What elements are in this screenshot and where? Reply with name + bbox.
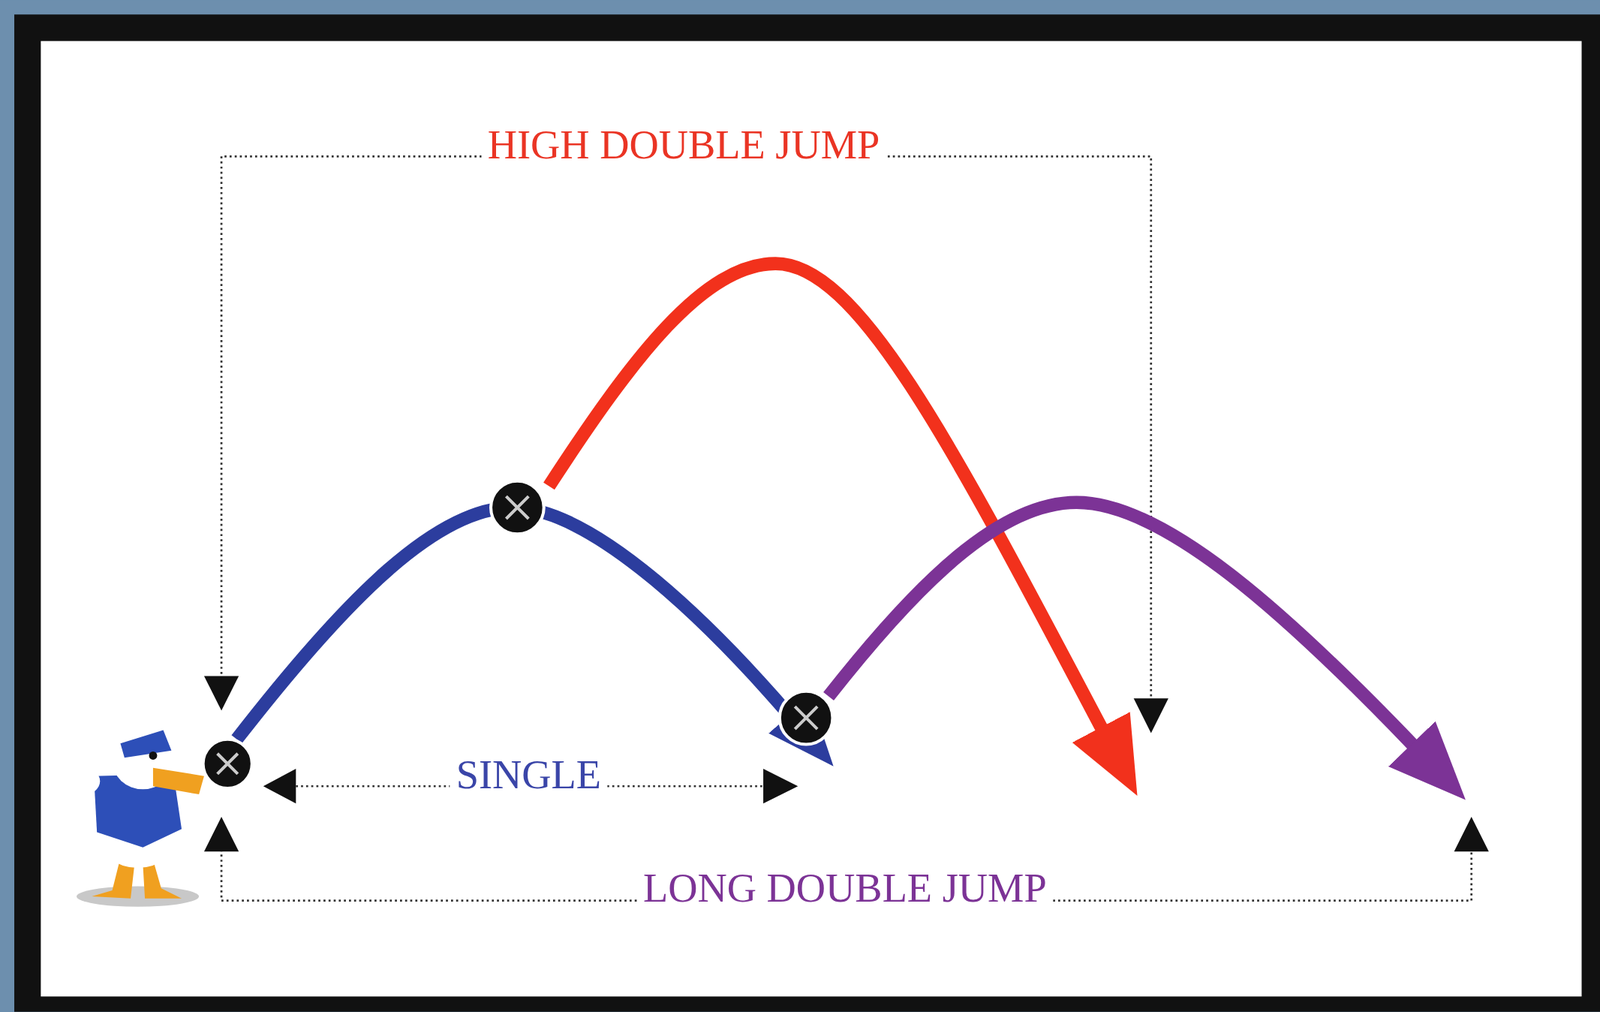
long-jump-arc: [828, 502, 1414, 746]
arrowhead: [204, 816, 239, 852]
dimension-lines: [221, 156, 1472, 900]
duck-figure: [61, 729, 205, 906]
jump-arcs: [236, 263, 1414, 746]
dimension-arrowheads: [204, 675, 1489, 852]
arrowhead: [763, 768, 798, 804]
jump-button-mark: [203, 739, 253, 788]
arrowhead: [263, 768, 297, 804]
panel: [40, 41, 1582, 997]
arrowhead: [204, 675, 239, 710]
jump-button-mark: [490, 481, 545, 535]
jump-type-label: LONG DOUBLE JUMP: [637, 867, 1053, 911]
single-jump-arc: [236, 507, 791, 740]
arrowhead: [1133, 697, 1169, 733]
frame-border: [14, 14, 1600, 1011]
jump-type-label: HIGH DOUBLE JUMP: [481, 124, 887, 168]
jump-points: [203, 481, 834, 788]
arrowhead: [1454, 816, 1489, 852]
high-bracket: [221, 156, 1152, 704]
high-jump-arc: [549, 263, 1103, 729]
jump-type-label: SINGLE: [450, 754, 608, 797]
jump-button-mark: [779, 691, 834, 745]
